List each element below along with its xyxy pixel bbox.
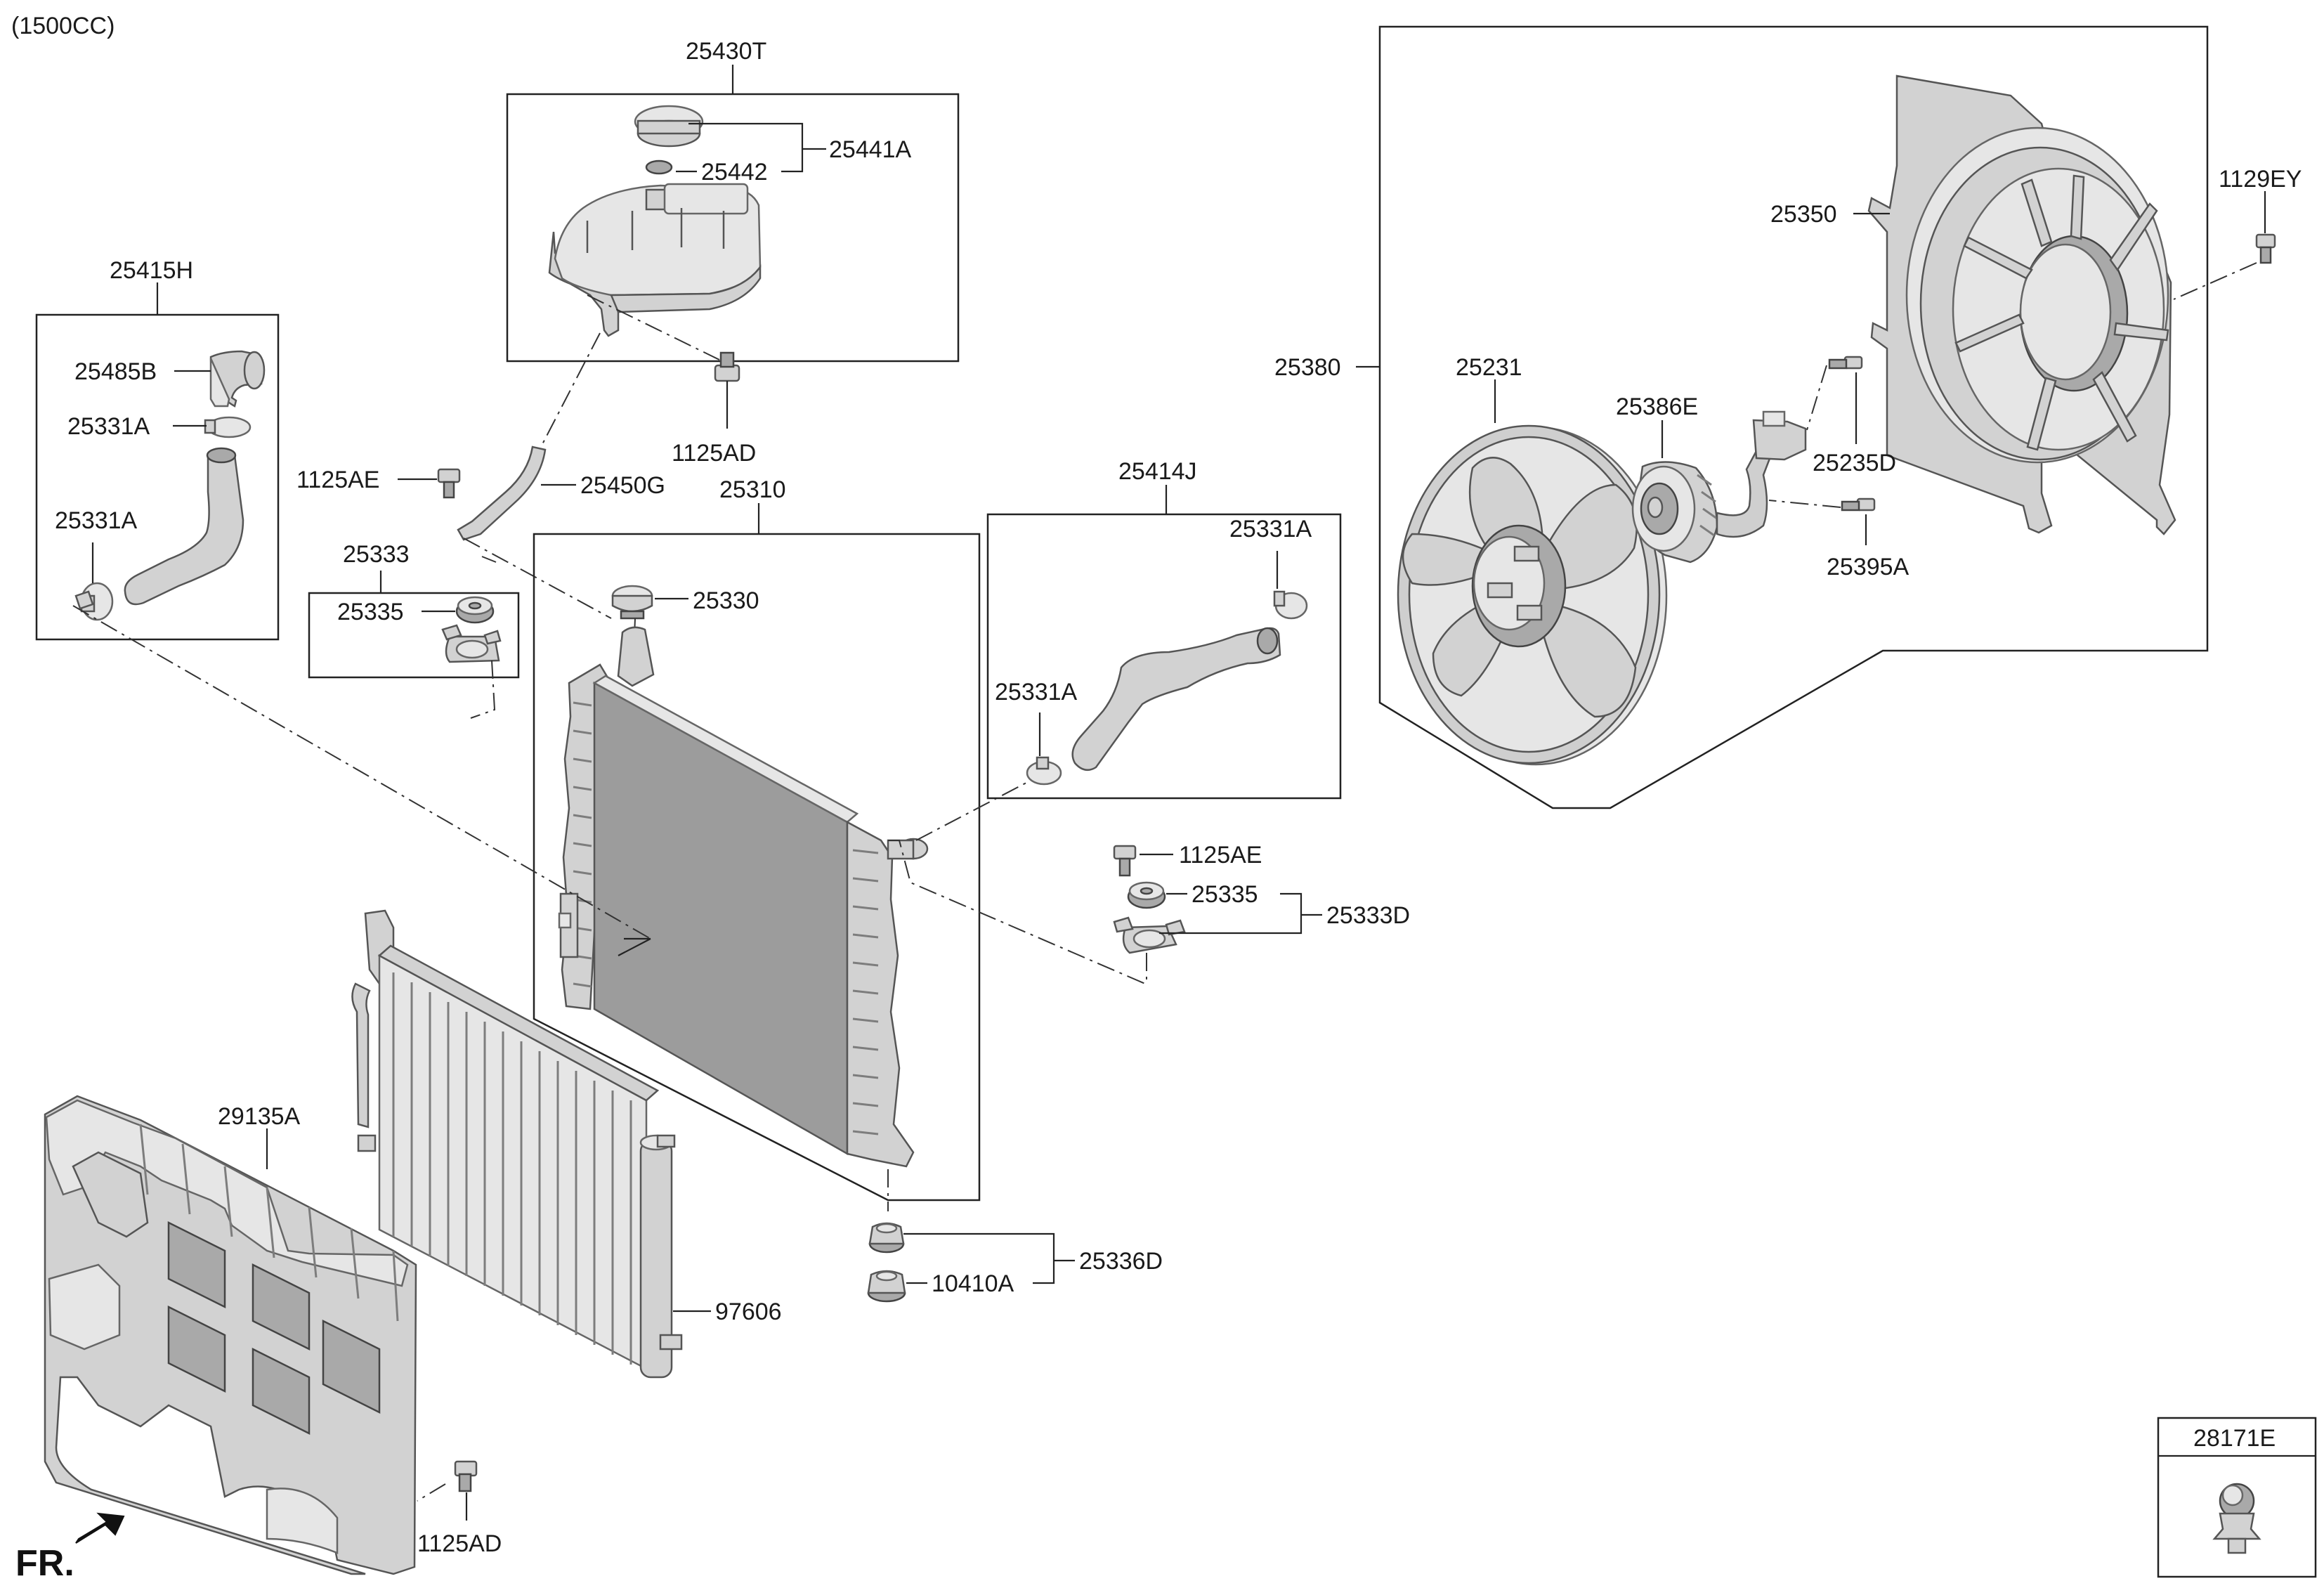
mounting-bracket-group-right: 1125AE 25335 25333D [1113, 842, 1410, 981]
part-label-25335-right[interactable]: 25335 [1192, 881, 1258, 908]
part-label-29135A[interactable]: 29135A [218, 1103, 301, 1130]
inset-box-28171E [2157, 1417, 2317, 1578]
condenser-group: 97606 [351, 909, 782, 1379]
bolt-1129EY-icon [2173, 233, 2276, 300]
reservoir-tank-icon [548, 183, 762, 337]
air-guard-group: 29135A 1125AD [44, 1095, 502, 1575]
rubber-insulator-icon-left [455, 596, 495, 624]
part-label-25331A-1[interactable]: 25331A [67, 413, 150, 440]
insulator-25336-icon [868, 1222, 905, 1254]
part-label-25450G[interactable]: 25450G [580, 472, 665, 499]
part-label-25331A-4[interactable]: 25331A [995, 679, 1078, 705]
fan-shroud-group-box [1378, 25, 2209, 809]
part-label-1129EY[interactable]: 1129EY [2219, 166, 2302, 193]
reservoir-cap-icon [634, 105, 704, 148]
hose-clamp-icon-3 [1273, 590, 1308, 620]
reservoir-seal-icon [645, 160, 673, 175]
cooling-fan-icon [1397, 424, 1668, 766]
part-label-25310[interactable]: 25310 [719, 476, 786, 503]
radiator-lower-hose-icon [1071, 627, 1281, 772]
part-label-10410A[interactable]: 10410A [932, 1270, 1014, 1297]
fan-shroud-group: 25380 25350 1129EY [1274, 25, 2302, 809]
bolt-1125AE-right-icon [1113, 845, 1137, 877]
bleed-hose-icon [457, 445, 547, 541]
part-label-25335-left[interactable]: 25335 [337, 599, 404, 625]
part-label-1125AE-right[interactable]: 1125AE [1179, 842, 1262, 868]
lower-hose-group-box [986, 513, 1342, 800]
front-label: FR. [15, 1543, 74, 1584]
bolt-25235D-icon [1806, 356, 1863, 431]
motor-connector-icon [1716, 410, 1807, 538]
hose-clamp-icon [204, 416, 252, 438]
bleed-hose-group: 1125AE 25450G [296, 332, 665, 619]
bracket-group-box-left [308, 592, 520, 679]
air-guard-icon [44, 1095, 417, 1575]
rubber-insulator-icon-right [1127, 881, 1166, 909]
engine-note: (1500CC) [11, 13, 115, 39]
reservoir-tank-group: 25430T 25441A 25442 [506, 38, 960, 467]
part-label-1125AD-top[interactable]: 1125AD [672, 440, 756, 467]
part-label-25430T[interactable]: 25430T [686, 38, 766, 65]
part-label-25336D[interactable]: 25336D [1079, 1248, 1163, 1275]
part-label-25442[interactable]: 25442 [701, 159, 768, 186]
upper-hose-group: 25415H 25485B 25331A 25331A [35, 257, 280, 641]
part-label-25414J[interactable]: 25414J [1118, 458, 1197, 485]
hose-connection-dashline [72, 605, 1040, 956]
radiator-upper-hose-icon [124, 447, 244, 606]
lower-hose-group: 25414J 25331A 25331A [986, 458, 1342, 800]
part-label-25380[interactable]: 25380 [1274, 354, 1341, 381]
bolt-1125AE-top-icon [437, 468, 461, 499]
inset-28171E: 28171E [2157, 1417, 2317, 1578]
clip-grommet-icon [2212, 1483, 2261, 1554]
radiator-group: 25310 25330 [533, 476, 1146, 1211]
part-label-28171E[interactable]: 28171E [2193, 1425, 2276, 1452]
part-label-25350[interactable]: 25350 [1770, 201, 1837, 228]
part-label-1125AD-bottom[interactable]: 1125AD [417, 1530, 502, 1557]
lower-insulator-group: 25336D 10410A [867, 1222, 1163, 1303]
hose-clamp-icon-lower [74, 582, 114, 621]
part-label-25386E[interactable]: 25386E [1616, 393, 1698, 420]
bracket-icon-left [441, 624, 502, 663]
bolt-1125AD-bottom-icon [417, 1460, 478, 1502]
hose-clamp-icon-4 [1026, 756, 1062, 786]
mounting-bracket-group-left: 25333 25335 [308, 541, 520, 719]
fan-shroud-icon [1867, 74, 2176, 535]
part-label-25331A-2[interactable]: 25331A [55, 507, 138, 534]
front-arrow-icon [75, 1512, 125, 1544]
insulator-10410A-icon [867, 1270, 906, 1303]
part-label-1125AE-top[interactable]: 1125AE [296, 467, 379, 493]
part-label-25331A-3[interactable]: 25331A [1229, 516, 1312, 542]
part-label-25333[interactable]: 25333 [343, 541, 410, 568]
part-label-25395A[interactable]: 25395A [1827, 554, 1910, 580]
part-label-25231[interactable]: 25231 [1456, 354, 1522, 381]
bolt-25395A-icon [1768, 497, 1876, 512]
hose-elbow-icon [209, 350, 266, 408]
part-label-25485B[interactable]: 25485B [74, 358, 157, 385]
radiator-core-icon [558, 626, 929, 1168]
radiator-group-box [533, 533, 981, 1202]
condenser-icon [351, 909, 683, 1379]
radiator-cap-icon [611, 585, 653, 653]
part-label-25330[interactable]: 25330 [693, 587, 759, 614]
part-label-25235D[interactable]: 25235D [1813, 450, 1896, 476]
fan-motor-icon [1631, 461, 1718, 564]
bracket-icon-right [1113, 916, 1186, 954]
part-label-25415H[interactable]: 25415H [110, 257, 193, 284]
part-label-97606[interactable]: 97606 [715, 1299, 782, 1325]
part-label-25441A[interactable]: 25441A [829, 136, 912, 163]
front-direction-marker: FR. [15, 1512, 125, 1584]
part-label-25333D[interactable]: 25333D [1326, 902, 1410, 929]
